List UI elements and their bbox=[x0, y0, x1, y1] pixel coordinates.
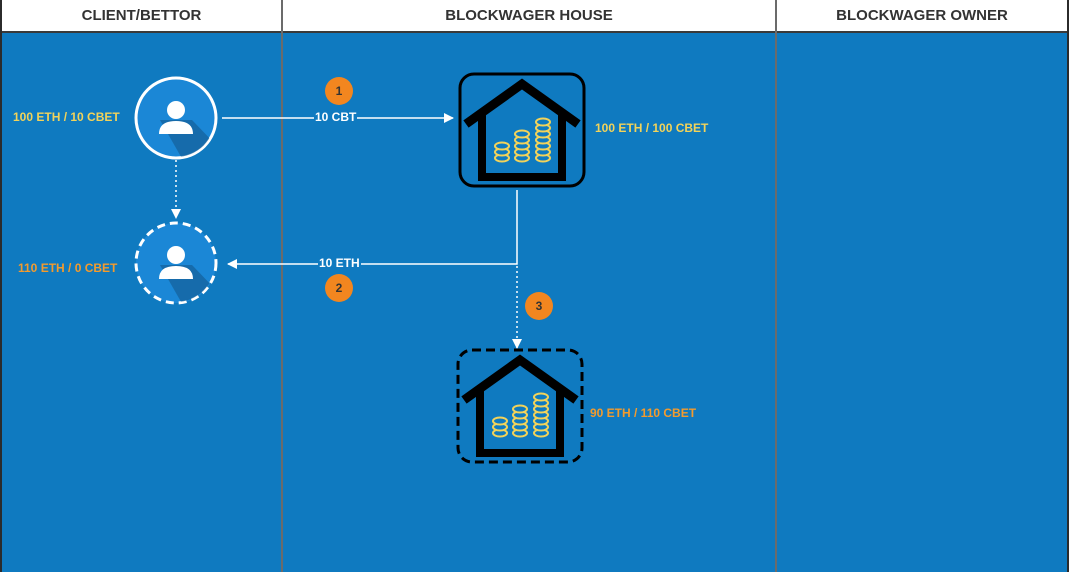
step-3-badge: 3 bbox=[525, 292, 553, 320]
client-before-balance: 100 ETH / 10 CBET bbox=[13, 110, 120, 124]
lane-header-house: BLOCKWAGER HOUSE bbox=[283, 0, 775, 33]
lane-owner bbox=[777, 0, 1067, 572]
cbt-flow-label: 10 CBT bbox=[314, 110, 358, 124]
client-after-user-icon bbox=[134, 221, 218, 305]
lane-header-client: CLIENT/BETTOR bbox=[2, 0, 281, 33]
lane-header-owner: BLOCKWAGER OWNER bbox=[777, 0, 1067, 33]
house-before-balance: 100 ETH / 100 CBET bbox=[595, 121, 709, 135]
lane-divider bbox=[775, 0, 777, 572]
client-before-user-icon bbox=[134, 76, 218, 160]
lane-divider bbox=[281, 0, 283, 572]
house-before-icon bbox=[458, 72, 586, 188]
step-1-badge: 1 bbox=[325, 77, 353, 105]
eth-flow-label: 10 ETH bbox=[318, 256, 361, 270]
house-after-balance: 90 ETH / 110 CBET bbox=[590, 406, 697, 420]
client-after-balance: 110 ETH / 0 CBET bbox=[18, 261, 118, 275]
step-2-badge: 2 bbox=[325, 274, 353, 302]
house-after-icon bbox=[456, 348, 584, 464]
eth-flow-arrow bbox=[227, 190, 518, 269]
